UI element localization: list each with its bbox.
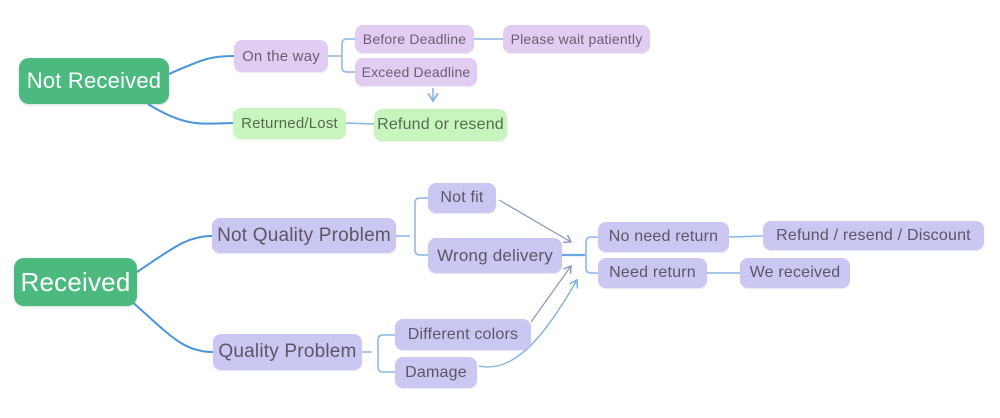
node-not-quality-problem[interactable]: Not Quality Problem	[212, 218, 396, 253]
node-exceed-deadline[interactable]: Exceed Deadline	[355, 58, 477, 86]
node-damage[interactable]: Damage	[395, 357, 477, 388]
node-need-return[interactable]: Need return	[598, 258, 707, 288]
connector-received-notquality	[136, 235, 213, 273]
node-we-received[interactable]: We received	[740, 258, 850, 288]
node-different-colors[interactable]: Different colors	[395, 319, 531, 350]
node-refund-resend-discount[interactable]: Refund / resend / Discount	[763, 221, 984, 250]
node-received[interactable]: Received	[14, 258, 137, 306]
node-on-the-way[interactable]: On the way	[234, 40, 328, 72]
connector-returned-refund	[345, 122, 375, 125]
connector-received-quality	[129, 299, 214, 353]
arrow-notfit-junction	[498, 199, 573, 244]
node-not-received[interactable]: Not Received	[19, 58, 169, 104]
node-returned-lost[interactable]: Returned/Lost	[233, 108, 346, 139]
node-wrong-delivery[interactable]: Wrong delivery	[428, 238, 562, 273]
node-quality-problem[interactable]: Quality Problem	[213, 334, 362, 370]
connector-notquality-bracket	[414, 197, 428, 256]
node-no-need-return[interactable]: No need return	[598, 222, 729, 252]
connector-junction-bracket	[585, 236, 598, 274]
node-please-wait-patiently[interactable]: Please wait patiently	[503, 25, 650, 53]
node-not-fit[interactable]: Not fit	[428, 183, 496, 213]
connector-notreceived-ontheway	[168, 55, 235, 75]
connector-quality-bracket	[377, 334, 395, 373]
node-before-deadline[interactable]: Before Deadline	[355, 25, 474, 53]
node-refund-or-resend[interactable]: Refund or resend	[374, 109, 507, 141]
arrow-differentcolors-junction	[530, 264, 572, 323]
connector-noneed-refunddiscount	[728, 235, 764, 238]
connector-ontheway-bracket	[341, 38, 355, 73]
connector-notreceived-returnedlost	[147, 103, 234, 125]
